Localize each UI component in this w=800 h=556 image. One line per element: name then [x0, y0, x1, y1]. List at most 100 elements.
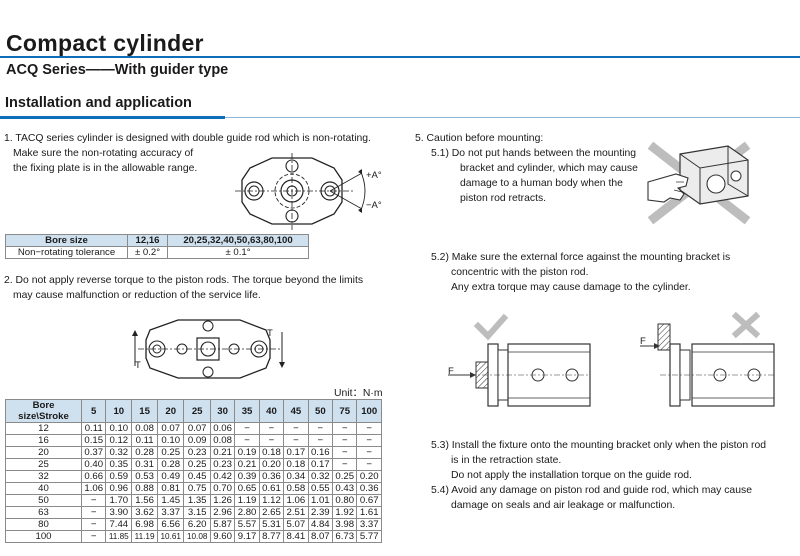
torque-cell: − [234, 434, 260, 447]
torque-cell: 3.15 [183, 506, 211, 519]
table-row: Non−rotating tolerance ± 0.2° ± 0.1° [5, 246, 309, 259]
torque-cell: 0.66 [80, 470, 107, 483]
torque-plate-diagram [132, 319, 285, 379]
torque-cell: 5.77 [356, 530, 382, 543]
torque-cell: 0.10 [105, 422, 133, 435]
bore-size-cell: 50 [5, 494, 82, 507]
torque-cell: 0.28 [156, 458, 185, 471]
torque-cell: − [258, 434, 285, 447]
column-header: 30 [209, 399, 236, 423]
torque-cell: 0.36 [356, 482, 382, 495]
item-5-2-text: 5.2) Make sure the external force agains… [431, 252, 731, 293]
torque-cell: 0.59 [105, 470, 133, 483]
torque-cell: 0.49 [156, 470, 185, 483]
torque-cell: 3.98 [332, 518, 358, 531]
torque-cell: 6.73 [332, 530, 358, 543]
torque-cell: 1.56 [131, 494, 158, 507]
torque-cell: − [234, 422, 260, 435]
bore-size-cell: 25 [5, 458, 82, 471]
force-label-left: F [448, 366, 454, 377]
torque-cell: 2.96 [209, 506, 236, 519]
torque-cell: 0.70 [209, 482, 236, 495]
torque-cell: 0.43 [332, 482, 358, 495]
torque-cell: 5.31 [258, 518, 285, 531]
torque-cell: 0.23 [183, 446, 211, 459]
bore-size-cell: 100 [5, 530, 82, 543]
torque-cell: 0.55 [307, 482, 334, 495]
torque-cell: 8.77 [258, 530, 285, 543]
torque-cell: 0.61 [258, 482, 285, 495]
torque-cell: 1.19 [234, 494, 260, 507]
torque-cell: 0.21 [234, 458, 260, 471]
torque-cell: 0.36 [258, 470, 285, 483]
torque-cell: 10.61 [156, 530, 185, 543]
torque-cell: 0.23 [209, 458, 236, 471]
torque-cell: 0.15 [80, 434, 107, 447]
page-title: Compact cylinder [6, 30, 204, 56]
torque-cell: 0.07 [156, 422, 185, 435]
torque-cell: 0.65 [234, 482, 260, 495]
torque-cell: 0.88 [131, 482, 158, 495]
torque-cell: − [356, 434, 382, 447]
item-5-4-text: 5.4) Avoid any damage on piston rod and … [431, 485, 752, 511]
torque-cell: 0.10 [156, 434, 185, 447]
section-heading: Installation and application [5, 95, 192, 111]
torque-cell: 0.11 [80, 422, 107, 435]
torque-cell: 1.06 [80, 482, 107, 495]
section-divider [0, 116, 225, 119]
table-row: Bore size 12,16 20,25,32,40,50,63,80,100 [5, 234, 309, 247]
torque-cell: 2.65 [258, 506, 285, 519]
torque-cell: 1.61 [356, 506, 382, 519]
torque-cell: 0.58 [283, 482, 309, 495]
non-rotation-plate-diagram [235, 153, 366, 230]
torque-cell: 0.18 [258, 446, 285, 459]
torque-cell: 9.60 [209, 530, 236, 543]
torque-cell: 0.07 [183, 422, 211, 435]
torque-cell: − [356, 446, 382, 459]
bore-size-cell: 40 [5, 482, 82, 495]
torque-cell: 0.17 [307, 458, 334, 471]
concentric-force-correct-diagram [448, 313, 591, 407]
torque-cell: 0.25 [332, 470, 358, 483]
torque-cell: 0.12 [105, 434, 133, 447]
torque-cell: − [332, 422, 358, 435]
column-header: 75 [332, 399, 358, 423]
torque-cell: − [356, 422, 382, 435]
torque-cell: 1.06 [283, 494, 309, 507]
tolerance-table: Bore size 12,16 20,25,32,40,50,63,80,100… [5, 234, 309, 259]
torque-cell: − [332, 434, 358, 447]
torque-cell: 6.20 [183, 518, 211, 531]
torque-cell: − [80, 506, 107, 519]
torque-cell: 0.08 [131, 422, 158, 435]
torque-cell: 4.84 [307, 518, 334, 531]
torque-cell: 9.17 [234, 530, 260, 543]
plus-angle-label: +A° [366, 170, 382, 181]
torque-cell: 0.75 [183, 482, 211, 495]
minus-angle-label: −A° [366, 200, 382, 211]
column-header: 35 [234, 399, 260, 423]
torque-cell: − [307, 422, 334, 435]
torque-cell: 0.42 [209, 470, 236, 483]
torque-cell: − [80, 530, 107, 543]
torque-cell: 8.07 [307, 530, 334, 543]
torque-cell: 0.28 [131, 446, 158, 459]
item-5-3-text: 5.3) Install the fixture onto the mounti… [431, 440, 767, 481]
torque-cell: − [80, 518, 107, 531]
column-header: 10 [105, 399, 133, 423]
torque-cell: 11.85 [105, 530, 133, 543]
torque-cell: 0.81 [156, 482, 185, 495]
title-divider [0, 56, 800, 58]
unit-label: Unit：N·m [334, 388, 383, 399]
torque-cell: 6.56 [156, 518, 185, 531]
torque-cell: 0.67 [356, 494, 382, 507]
torque-cell: 8.41 [283, 530, 309, 543]
torque-cell: − [258, 422, 285, 435]
torque-cell: 0.37 [80, 446, 107, 459]
